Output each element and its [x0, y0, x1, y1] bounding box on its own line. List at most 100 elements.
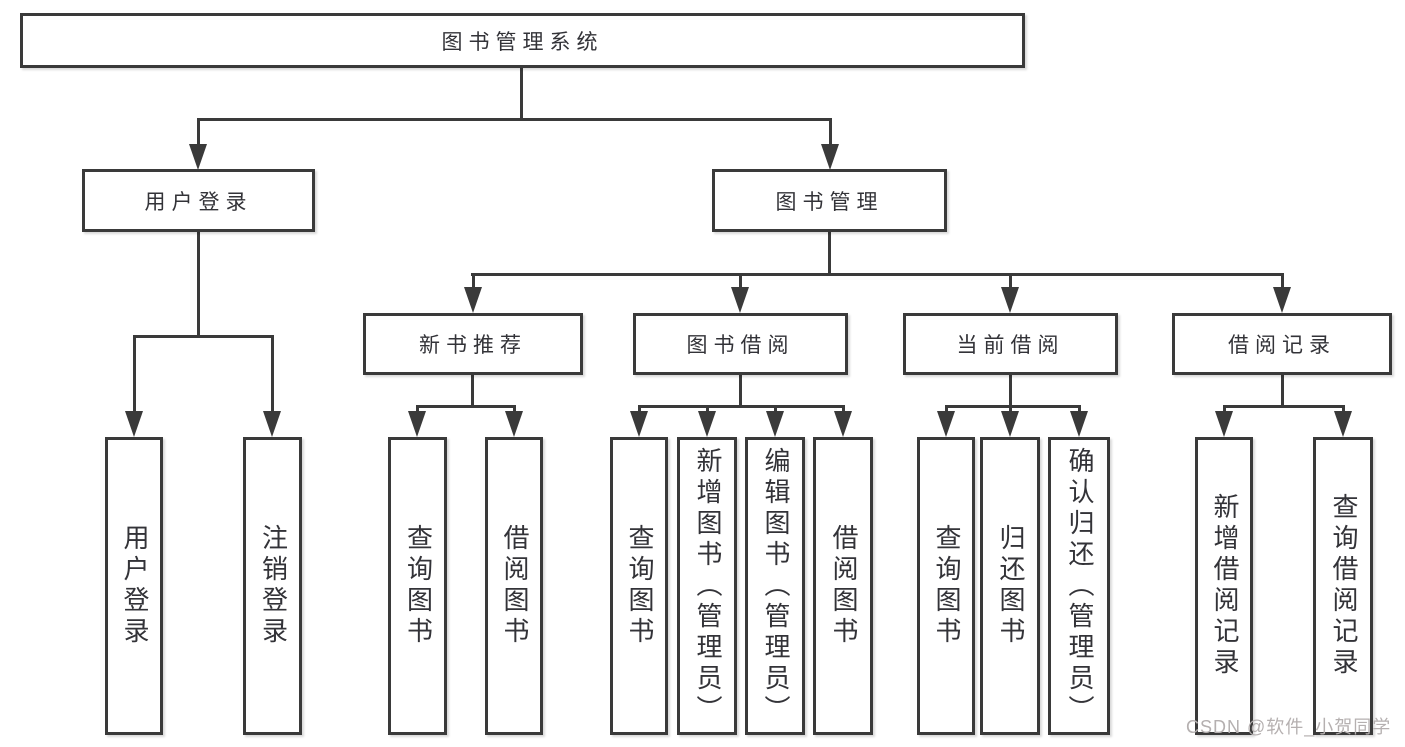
connector-book-borrow-tee	[638, 405, 844, 408]
arrow-down-to-bb-edit	[766, 405, 784, 437]
node-user-login: 用户登录	[82, 169, 315, 232]
arrow-head-icon	[464, 287, 482, 313]
arrow-head-icon	[1273, 287, 1291, 313]
arrow-shaft	[471, 273, 475, 287]
node-book-management: 图书管理	[712, 169, 947, 232]
leaf-newbook-query-book-label: 查询图书	[403, 524, 434, 648]
arrow-head-icon	[263, 411, 281, 437]
arrow-shaft	[773, 405, 777, 411]
leaf-borrowing-borrow-book: 借阅图书	[813, 437, 873, 735]
connector-current-borrow-stub	[1009, 375, 1012, 406]
arrow-shaft	[944, 405, 948, 411]
csdn-watermark: CSDN @软件_小贺同学	[1186, 717, 1392, 737]
leaf-borrowing-borrow-book-label: 借阅图书	[828, 524, 859, 648]
leaf-borrowing-edit-book-label: 编辑图书（管理员）	[760, 446, 791, 726]
leaf-record-query-record: 查询借阅记录	[1313, 437, 1373, 735]
arrow-down-to-book-management	[821, 118, 839, 170]
arrow-down-to-leaf-login	[125, 335, 143, 437]
node-user-login-label: 用户登录	[144, 190, 253, 214]
arrow-shaft	[196, 118, 200, 144]
arrow-shaft	[1280, 273, 1284, 287]
leaf-borrowing-edit-book: 编辑图书（管理员）	[745, 437, 805, 735]
arrow-shaft	[705, 405, 709, 411]
arrow-down-to-leaf-logout	[263, 335, 281, 437]
arrow-head-icon	[937, 411, 955, 437]
connector-user-login-tee	[133, 335, 274, 338]
arrow-head-icon	[189, 144, 207, 170]
arrow-head-icon	[731, 287, 749, 313]
leaf-user-login: 用户登录	[105, 437, 163, 735]
leaf-record-add-record: 新增借阅记录	[1195, 437, 1253, 735]
arrow-head-icon	[125, 411, 143, 437]
arrow-head-icon	[1070, 411, 1088, 437]
leaf-current-confirm-return: 确认归还（管理员）	[1048, 437, 1110, 735]
arrow-head-icon	[698, 411, 716, 437]
leaf-record-add-record-label: 新增借阅记录	[1209, 493, 1240, 679]
arrow-head-icon	[630, 411, 648, 437]
arrow-shaft	[132, 335, 136, 411]
node-current-borrow: 当前借阅	[903, 313, 1118, 375]
arrow-down-to-current-borrow	[1001, 273, 1019, 313]
leaf-current-return-book-label: 归还图书	[995, 524, 1026, 648]
connector-borrow-record-tee	[1223, 405, 1344, 408]
arrow-down-to-cb-confirm	[1070, 405, 1088, 437]
connector-level2-tee	[197, 118, 832, 121]
arrow-down-to-br-query	[1334, 405, 1352, 437]
leaf-borrowing-query-book: 查询图书	[610, 437, 668, 735]
node-current-borrow-label: 当前借阅	[956, 334, 1065, 357]
node-borrow-record: 借阅记录	[1172, 313, 1392, 375]
arrow-down-to-bb-query	[630, 405, 648, 437]
leaf-current-confirm-return-label: 确认归还（管理员）	[1064, 446, 1095, 726]
arrow-down-to-bb-add	[698, 405, 716, 437]
leaf-user-login-label: 用户登录	[119, 524, 150, 648]
arrow-shaft	[1341, 405, 1345, 411]
connector-book-management-stub	[828, 232, 831, 273]
leaf-newbook-query-book: 查询图书	[388, 437, 447, 735]
node-root: 图书管理系统	[20, 13, 1025, 68]
arrow-shaft	[828, 118, 832, 144]
arrow-head-icon	[1001, 411, 1019, 437]
node-new-book-recommend-label: 新书推荐	[419, 334, 527, 357]
node-book-borrow-label: 图书借阅	[686, 334, 795, 357]
arrow-head-icon	[834, 411, 852, 437]
arrow-shaft	[270, 335, 274, 411]
leaf-newbook-borrow-book: 借阅图书	[485, 437, 543, 735]
node-book-management-label: 图书管理	[775, 190, 884, 214]
leaf-record-query-record-label: 查询借阅记录	[1328, 493, 1359, 679]
arrow-down-to-user-login	[189, 118, 207, 170]
arrow-shaft	[1008, 405, 1012, 411]
arrow-shaft	[738, 273, 742, 287]
arrow-head-icon	[1001, 287, 1019, 313]
arrow-head-icon	[821, 144, 839, 170]
arrow-down-to-cb-query	[937, 405, 955, 437]
leaf-borrowing-query-book-label: 查询图书	[624, 524, 655, 648]
leaf-logout-login-label: 注销登录	[258, 524, 289, 648]
node-root-label: 图书管理系统	[441, 30, 604, 54]
arrow-shaft	[1008, 273, 1012, 287]
arrow-shaft	[637, 405, 641, 411]
arrow-head-icon	[1334, 411, 1352, 437]
connector-new-book-tee	[416, 405, 515, 408]
leaf-borrowing-add-book: 新增图书（管理员）	[677, 437, 737, 735]
arrow-shaft	[1077, 405, 1081, 411]
arrow-down-to-bb-borrow	[834, 405, 852, 437]
connector-borrow-record-stub	[1281, 375, 1284, 406]
node-book-borrow: 图书借阅	[633, 313, 848, 375]
connector-new-book-stub	[471, 375, 474, 406]
connector-book-borrow-stub	[739, 375, 742, 406]
arrow-head-icon	[766, 411, 784, 437]
arrow-shaft	[1222, 405, 1226, 411]
leaf-current-query-book: 查询图书	[917, 437, 975, 735]
arrow-head-icon	[1215, 411, 1233, 437]
arrow-down-to-book-borrow	[731, 273, 749, 313]
arrow-down-to-new-book	[464, 273, 482, 313]
arrow-head-icon	[505, 411, 523, 437]
leaf-borrowing-add-book-label: 新增图书（管理员）	[692, 446, 723, 726]
arrow-head-icon	[408, 411, 426, 437]
leaf-logout-login: 注销登录	[243, 437, 302, 735]
connector-user-login-stub	[197, 232, 200, 337]
leaf-current-return-book: 归还图书	[980, 437, 1040, 735]
node-borrow-record-label: 借阅记录	[1228, 334, 1336, 357]
node-new-book-recommend: 新书推荐	[363, 313, 583, 375]
